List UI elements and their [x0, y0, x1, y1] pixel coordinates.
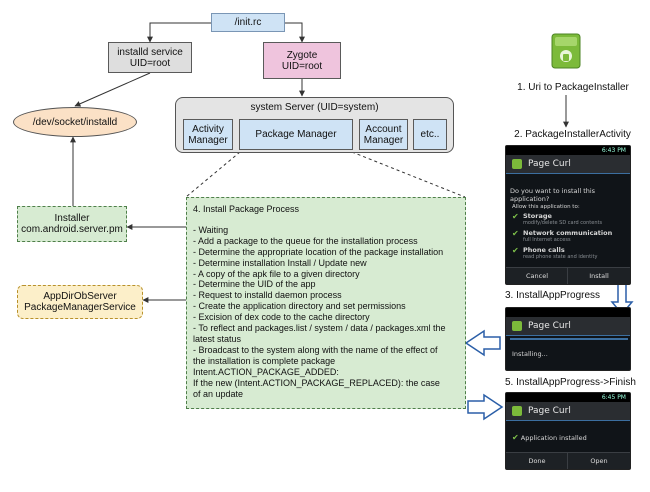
install-progress-bar: [510, 338, 628, 340]
installd-service-uid: UID=root: [129, 57, 171, 69]
account-manager-box: Account Manager: [359, 119, 408, 150]
phone3-title: Page Curl: [528, 321, 571, 331]
appdirobserver-line1: AppDirObServer: [43, 291, 117, 302]
socket-ellipse: /dev/socket/installd: [13, 107, 137, 137]
step5-label: 5. InstallAppProgress->Finish: [505, 377, 636, 388]
installing-status: Installing...: [512, 350, 548, 358]
step2-label: 2. PackageInstallerActivity: [514, 129, 631, 140]
package-manager-box: Package Manager: [239, 119, 353, 150]
phone-install-prompt: 6:43 PM Page Curl Do you want to install…: [505, 145, 631, 285]
phone5-titlebar: Page Curl: [506, 402, 630, 421]
apk-icon: [551, 33, 581, 69]
phone2-titlebar: Page Curl: [506, 155, 630, 174]
install-process-title: 4. Install Package Process: [193, 204, 300, 214]
phone5-statusbar: 6:45 PM: [506, 393, 630, 402]
init-rc-box: /init.rc: [211, 13, 285, 32]
account-manager-line2: Manager: [363, 134, 404, 146]
appdirobserver-box: AppDirObServer PackageManagerService: [17, 285, 143, 319]
checkmark-icon: ✔: [512, 246, 519, 255]
account-manager-line1: Account: [365, 123, 402, 135]
permission-desc: modify/delete SD card contents: [523, 220, 603, 226]
etc-label: etc..: [420, 129, 440, 140]
zygote-box: Zygote UID=root: [263, 42, 341, 79]
activity-manager-line1: Activity: [192, 123, 224, 135]
installd-service-name: installd service: [117, 46, 183, 58]
zygote-uid: UID=root: [281, 60, 323, 72]
etc-box: etc..: [413, 119, 447, 150]
activity-manager-line2: Manager: [188, 134, 228, 146]
process-step-line: - Determine the UID of the app: [193, 279, 316, 290]
zygote-name: Zygote: [286, 49, 318, 61]
checkmark-icon: ✔: [512, 433, 519, 442]
expansion-left-dashed: [185, 151, 241, 198]
process-step-line: of an update: [193, 388, 244, 399]
permission-name: Network communication: [523, 229, 613, 237]
appdirobserver-line2: PackageManagerService: [24, 302, 136, 313]
phone3-statusbar: [506, 308, 630, 317]
phone-installing: Page Curl Installing...: [505, 307, 631, 371]
phone3-titlebar: Page Curl: [506, 317, 630, 336]
process-step-line: - Broadcast to the system along with the…: [193, 344, 438, 355]
package-manager-label: Package Manager: [255, 129, 337, 140]
process-step-line: - Add a package to the queue for the ins…: [193, 235, 418, 246]
system-server-title: system Server (UID=system): [250, 102, 379, 113]
init-rc-label: /init.rc: [234, 17, 262, 28]
allow-label: Allow this application to:: [512, 204, 580, 210]
process-step-line: - Excision of dex code to the cache dire…: [193, 312, 370, 323]
activity-manager-box: Activity Manager: [183, 119, 233, 150]
process-step-line: latest status: [193, 333, 242, 344]
app-icon: [512, 159, 522, 169]
install-process-box: 4. Install Package Process - Waiting- Ad…: [186, 197, 466, 409]
process-step-line: - Determine the appropriate location of …: [193, 246, 444, 257]
permission-name: Storage: [523, 212, 552, 220]
app-icon: [512, 406, 522, 416]
phone3-to-process-arrow: [464, 329, 501, 357]
android-package-icon: [551, 33, 581, 69]
open-button[interactable]: Open: [567, 452, 630, 469]
init-to-zygote-line: [285, 22, 305, 43]
permission-name: Phone calls: [523, 246, 565, 254]
process-step-line: - Request to installd daemon process: [193, 290, 342, 301]
process-step-line: - Create the application directory and s…: [193, 301, 406, 312]
install-process-steps: - Waiting- Add a package to the queue fo…: [193, 225, 459, 400]
init-to-installd-line: [147, 22, 211, 43]
app-icon: [512, 321, 522, 331]
process-step-line: the installation is complete package: [193, 355, 336, 366]
step1-label: 1. Uri to PackageInstaller: [517, 82, 629, 93]
permission-desc: read phone state and identity: [523, 254, 598, 260]
installer-line2: com.android.server.pm: [21, 224, 123, 235]
done-button[interactable]: Done: [506, 452, 568, 469]
checkmark-icon: ✔: [512, 229, 519, 238]
installer-line1: Installer: [54, 213, 90, 224]
phone5-title: Page Curl: [528, 406, 571, 416]
installd-service-box: installd service UID=root: [108, 42, 192, 73]
process-step-line: - Determine installation Install / Updat…: [193, 257, 367, 268]
installd-to-socket-arrow: [74, 72, 151, 107]
cancel-button[interactable]: Cancel: [506, 267, 568, 284]
process-step-line: - Waiting: [193, 224, 229, 235]
installer-box: Installer com.android.server.pm: [17, 206, 127, 242]
installed-status: Application installed: [520, 434, 587, 442]
phone-finished: 6:45 PM Page Curl ✔ Application installe…: [505, 392, 631, 470]
socket-label: /dev/socket/installd: [32, 116, 118, 128]
process-to-phone5-arrow: [467, 393, 504, 421]
process-step-line: - A copy of the apk file to a given dire…: [193, 268, 360, 279]
install-question: Do you want to install this application?: [510, 187, 596, 203]
phone2-statusbar: 6:43 PM: [506, 146, 630, 155]
install-button[interactable]: Install: [567, 267, 630, 284]
expansion-right-dashed: [351, 151, 466, 198]
installed-status-row: ✔ Application installed: [512, 433, 587, 443]
step3-label: 3. InstallAppProgress: [505, 290, 601, 301]
process-step-line: - To reflect and packages.list / system …: [193, 323, 446, 334]
process-step-line: If the new (Intent.ACTION_PACKAGE_REPLAC…: [193, 377, 440, 388]
permission-desc: full Internet access: [523, 237, 571, 243]
process-step-line: Intent.ACTION_PACKAGE_ADDED:: [193, 366, 339, 377]
phone2-title: Page Curl: [528, 159, 571, 169]
checkmark-icon: ✔: [512, 212, 519, 221]
